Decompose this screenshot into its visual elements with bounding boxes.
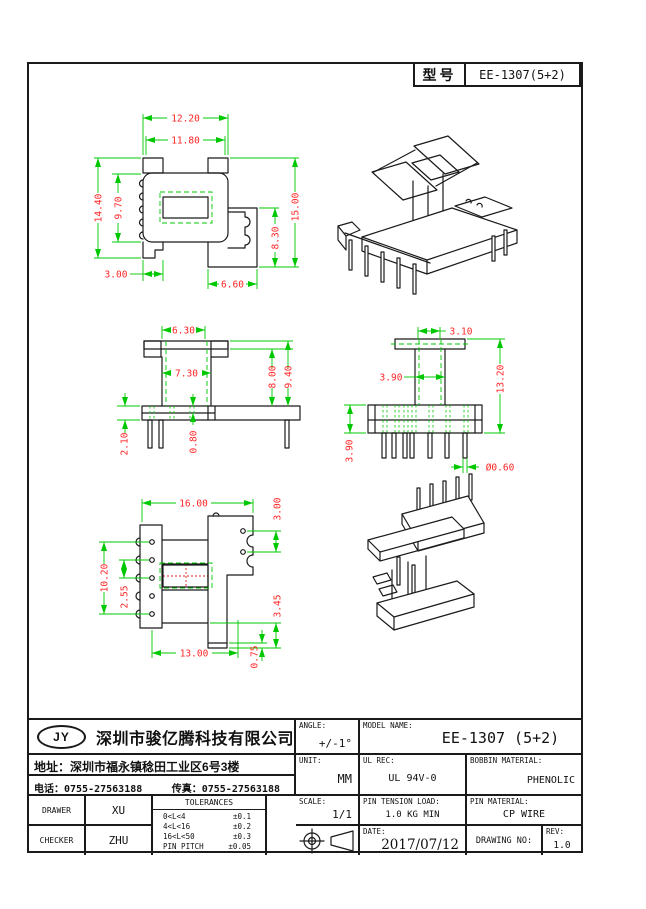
address-cell: 地址：深圳市福永镇稔田工业区6号3楼 <box>29 755 296 776</box>
dim-sideb-pin-diameter: Ø0.60 <box>486 463 515 474</box>
date-label: DATE: <box>363 827 386 836</box>
dim-bottom-pin-pitch: 2.55 <box>120 586 131 609</box>
bobbin-material-label: BOBBIN MATERIAL: <box>470 756 543 765</box>
rev-label: REV: <box>546 827 565 836</box>
model-name-value: EE-1307 (5+2) <box>441 729 560 747</box>
unit-cell: UNIT: MM <box>296 755 360 796</box>
scale-cell: SCALE: 1/1 <box>296 796 360 826</box>
dim-front-outer-height: 14.40 <box>94 193 105 222</box>
pin-tension-cell: PIN TENSION LOAD: 1.0 KG MIN <box>360 796 467 826</box>
view-iso-bottom <box>367 473 485 631</box>
tol-range-3: PIN PITCH <box>163 842 204 851</box>
view-side-b: 3.10 3.90 13.20 3.90 Ø0.60 <box>344 327 515 474</box>
pin-tension-value: 1.0 KG MIN <box>385 810 440 820</box>
phone-cell: 电话：0755-27563188 传真：0755-27563188 <box>29 776 296 796</box>
dim-front-outer-width: 12.20 <box>171 114 200 125</box>
model-name-cell: MODEL NAME: EE-1307 (5+2) <box>360 720 581 755</box>
dim-bottom-hole-pitch: 3.00 <box>273 497 284 520</box>
bobbin-material-cell: BOBBIN MATERIAL: PHENOLIC <box>467 755 581 796</box>
scale-label: SCALE: <box>299 797 327 806</box>
dim-front-inner-width: 11.80 <box>171 136 200 147</box>
model-number-box: 型号 EE-1307(5+2) <box>413 62 581 87</box>
angle-value: +/-1° <box>318 737 352 750</box>
dim-sideb-top-width: 3.10 <box>450 327 473 338</box>
checker-value-cell: ZHU <box>86 826 153 855</box>
dim-sidea-flange-thickness: 2.10 <box>120 432 131 455</box>
dim-front-plate-width: 6.60 <box>221 280 244 291</box>
dim-bottom-lip-height: 3.45 <box>273 595 284 618</box>
dim-sidea-top-width: 6.30 <box>172 326 195 337</box>
phone-label: 电话： <box>34 784 64 795</box>
wire-slot-teeth <box>138 179 144 240</box>
dim-front-inner-height: 9.70 <box>114 196 125 219</box>
rev-cell: REV: 1.0 <box>543 826 581 855</box>
title-block: JY 深圳市骏亿腾科技有限公司 地址：深圳市福永镇稔田工业区6号3楼 电话：07… <box>27 718 583 855</box>
pin-material-label: PIN MATERIAL: <box>470 797 529 806</box>
dim-front-tab-width: 3.00 <box>105 270 128 281</box>
pin-material-cell: PIN MATERIAL: CP WIRE <box>467 796 581 826</box>
drawer-value-cell: XU <box>86 796 153 826</box>
dim-bottom-outer-width: 16.00 <box>179 499 208 510</box>
dim-sidea-outer-height: 9.40 <box>284 365 295 388</box>
dim-front-right-height: 15.00 <box>291 192 302 221</box>
model-number-label: 型号 <box>413 62 466 87</box>
unit-value: MM <box>337 772 352 786</box>
dim-sideb-base-height: 3.90 <box>345 439 356 462</box>
phone-value: 0755-27563188 <box>64 784 143 795</box>
fax-value: 0755-27563188 <box>201 784 280 795</box>
view-iso-top <box>337 135 518 295</box>
ul-label: UL REC: <box>363 756 395 765</box>
dim-bottom-lip-thickness: 0.75 <box>250 646 261 669</box>
fax-label: 传真： <box>171 784 202 795</box>
projection-cell <box>296 826 360 855</box>
angle-label: ANGLE: <box>299 721 327 730</box>
drawing-no-cell: DRAWING NO: <box>467 826 543 855</box>
view-bottom: 16.00 3.00 10.20 2.55 3.45 13.00 0.75 <box>99 497 284 668</box>
address-value: 深圳市福永镇稔田工业区6号3楼 <box>70 760 240 774</box>
third-angle-projection-icon <box>299 827 354 854</box>
company-cell: JY 深圳市骏亿腾科技有限公司 <box>29 720 296 755</box>
dim-sideb-total-height: 13.20 <box>496 364 507 393</box>
dim-sidea-web-thickness: 0.80 <box>189 430 200 453</box>
scale-value: 1/1 <box>332 808 352 821</box>
model-name-label: MODEL NAME: <box>363 721 413 730</box>
pin-material-value: CP WIRE <box>502 809 546 820</box>
tol-value-1: ±0.2 <box>232 822 251 831</box>
checker-label-cell: CHECKER <box>29 826 86 855</box>
core-window-hidden <box>159 191 213 224</box>
company-name: 深圳市骏亿腾科技有限公司 <box>95 730 294 748</box>
tol-value-2: ±0.3 <box>232 832 251 841</box>
drawer-label-cell: DRAWER <box>29 796 86 826</box>
dim-front-plate-height: 8.30 <box>271 226 282 249</box>
center-mark <box>163 564 208 588</box>
date-cell: DATE: 2017/07/12 <box>360 826 467 855</box>
tolerances-title: TOLERANCES <box>153 796 265 810</box>
tol-value-0: ±0.1 <box>232 812 251 821</box>
ul-value: UL 94V-0 <box>388 773 437 784</box>
rev-value: 1.0 <box>553 840 571 851</box>
ul-cell: UL REC: UL 94V-0 <box>360 755 467 796</box>
dim-sidea-core-width: 7.30 <box>175 369 198 380</box>
pin-tension-label: PIN TENSION LOAD: <box>363 797 440 806</box>
view-side-a: 6.30 7.30 8.00 9.40 2.10 0.80 <box>117 326 301 455</box>
unit-label: UNIT: <box>299 756 322 765</box>
dim-sideb-core-width: 3.90 <box>380 373 403 384</box>
model-number-value: EE-1307(5+2) <box>466 62 581 87</box>
angle-cell: ANGLE: +/-1° <box>296 720 360 755</box>
dim-bottom-pin-row: 10.20 <box>100 563 111 592</box>
tol-range-2: 16<L<50 <box>163 832 195 841</box>
tol-range-0: 0<L<4 <box>163 812 186 821</box>
dim-sidea-inner-height: 8.00 <box>268 365 279 388</box>
view-front: 12.20 11.80 14.40 9.70 15.00 8.30 3.00 <box>94 114 302 291</box>
address-label: 地址： <box>34 760 71 774</box>
tolerances-cell: TOLERANCES 0<L<4 ±0.1 4<L<16 ±0.2 16<L<50 ±… <box>153 796 267 855</box>
company-logo: JY <box>37 724 86 749</box>
dim-bottom-inner-width: 13.00 <box>180 649 209 660</box>
date-value: 2017/07/12 <box>381 837 459 853</box>
bobbin-material-value: PHENOLIC <box>526 775 575 786</box>
tol-value-3: ±0.05 <box>228 842 251 851</box>
tol-range-1: 4<L<16 <box>163 822 191 831</box>
